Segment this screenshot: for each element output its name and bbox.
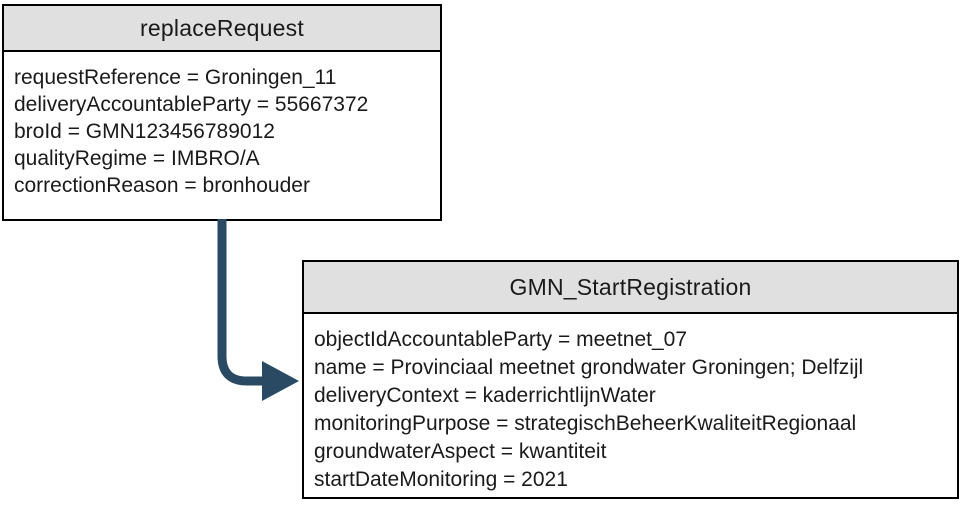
field-delivery-accountable-party: deliveryAccountableParty = 55667372 [14, 93, 369, 116]
node-gmn-start-registration-body: objectIdAccountableParty = meetnet_07 na… [304, 314, 957, 494]
node-replace-request: replaceRequest requestReference = Gronin… [2, 4, 442, 221]
node-gmn-start-registration-header: GMN_StartRegistration [304, 262, 957, 314]
field-request-reference: requestReference = Groningen_11 [14, 66, 337, 89]
field-correction-reason: correctionReason = bronhouder [14, 174, 310, 197]
node-gmn-start-registration: GMN_StartRegistration objectIdAccountabl… [302, 260, 959, 499]
arrow-line [217, 219, 264, 386]
field-start-date-monitoring: startDateMonitoring = 2021 [314, 468, 568, 491]
arrow-head-icon [262, 361, 299, 401]
node-replace-request-title: replaceRequest [140, 14, 304, 41]
field-monitoring-purpose: monitoringPurpose = strategischBeheerKwa… [314, 412, 857, 435]
field-object-id-accountable-party: objectIdAccountableParty = meetnet_07 [314, 328, 687, 351]
field-bro-id: broId = GMN123456789012 [14, 120, 275, 143]
node-replace-request-header: replaceRequest [4, 6, 440, 52]
node-replace-request-body: requestReference = Groningen_11 delivery… [4, 52, 440, 199]
field-name: name = Provinciaal meetnet grondwater Gr… [314, 356, 864, 379]
field-delivery-context: deliveryContext = kaderrichtlijnWater [314, 384, 656, 407]
field-groundwater-aspect: groundwaterAspect = kwantiteit [314, 440, 607, 463]
field-quality-regime: qualityRegime = IMBRO/A [14, 147, 260, 170]
node-gmn-start-registration-title: GMN_StartRegistration [509, 273, 752, 300]
